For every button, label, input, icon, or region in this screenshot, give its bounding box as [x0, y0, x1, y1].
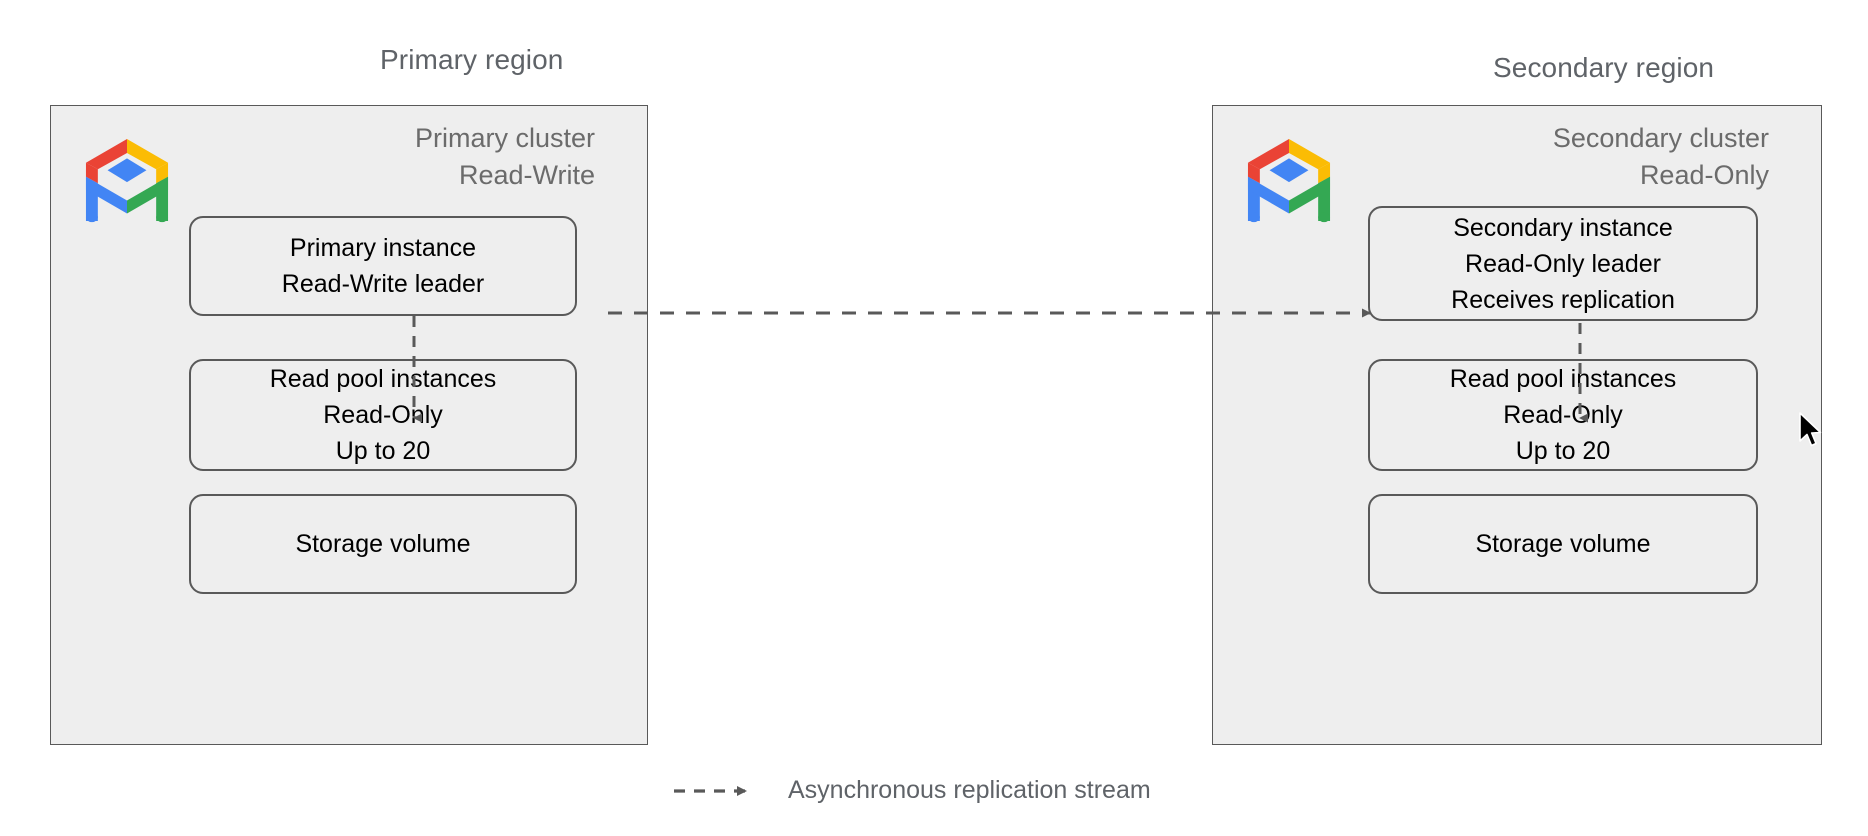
node-secondary-instance[interactable]: Secondary instance Read-Only leader Rece… [1368, 206, 1758, 321]
node-secondary-instance-line-3: Receives replication [1451, 285, 1675, 314]
node-primary-read-pool-line-3: Up to 20 [335, 437, 431, 465]
mouse-pointer-icon [1799, 412, 1822, 447]
node-secondary-storage-line-1: Storage volume [1475, 530, 1651, 558]
secondary-cluster-title-line-1: Secondary cluster [1552, 123, 1769, 153]
node-primary-read-pool[interactable]: Read pool instances Read-Only Up to 20 [189, 359, 577, 471]
node-primary-read-pool-line-1: Read pool instances [269, 365, 497, 393]
node-secondary-read-pool-line-3: Up to 20 [1515, 437, 1611, 465]
primary-cluster-title-line-1: Primary cluster [414, 123, 595, 153]
node-primary-storage[interactable]: Storage volume [189, 494, 577, 594]
node-secondary-instance-line-1: Secondary instance [1453, 213, 1673, 242]
node-secondary-storage[interactable]: Storage volume [1368, 494, 1758, 594]
node-secondary-read-pool[interactable]: Read pool instances Read-Only Up to 20 [1368, 359, 1758, 471]
primary-cluster-container: Primary cluster Read-Write Primary insta… [50, 105, 648, 745]
node-secondary-instance-line-2: Read-Only leader [1465, 249, 1661, 278]
primary-cluster-title-line-2: Read-Write [458, 160, 595, 190]
alloydb-logo [1235, 126, 1343, 234]
node-primary-read-pool-line-2: Read-Only [323, 401, 443, 429]
node-primary-instance-line-1: Primary instance [289, 234, 477, 262]
node-primary-instance-line-2: Read-Write leader [281, 270, 485, 298]
secondary-cluster-title: Secondary cluster Read-Only [1553, 120, 1769, 194]
secondary-cluster-title-line-2: Read-Only [1639, 160, 1769, 190]
region-label-primary: Primary region [380, 44, 564, 75]
legend: Asynchronous replication stream [672, 776, 1151, 805]
legend-label: Asynchronous replication stream [788, 776, 1151, 804]
node-primary-storage-line-1: Storage volume [295, 530, 471, 558]
primary-cluster-title: Primary cluster Read-Write [415, 120, 595, 194]
legend-dashed-arrow-icon [674, 785, 747, 796]
node-secondary-read-pool-line-1: Read pool instances [1449, 365, 1677, 393]
secondary-cluster-container: Secondary cluster Read-Only Secondary in… [1212, 105, 1822, 745]
node-primary-instance[interactable]: Primary instance Read-Write leader [189, 216, 577, 316]
alloydb-logo [73, 126, 181, 234]
region-label-secondary: Secondary region [1493, 52, 1715, 83]
node-secondary-read-pool-line-2: Read-Only [1503, 401, 1623, 429]
